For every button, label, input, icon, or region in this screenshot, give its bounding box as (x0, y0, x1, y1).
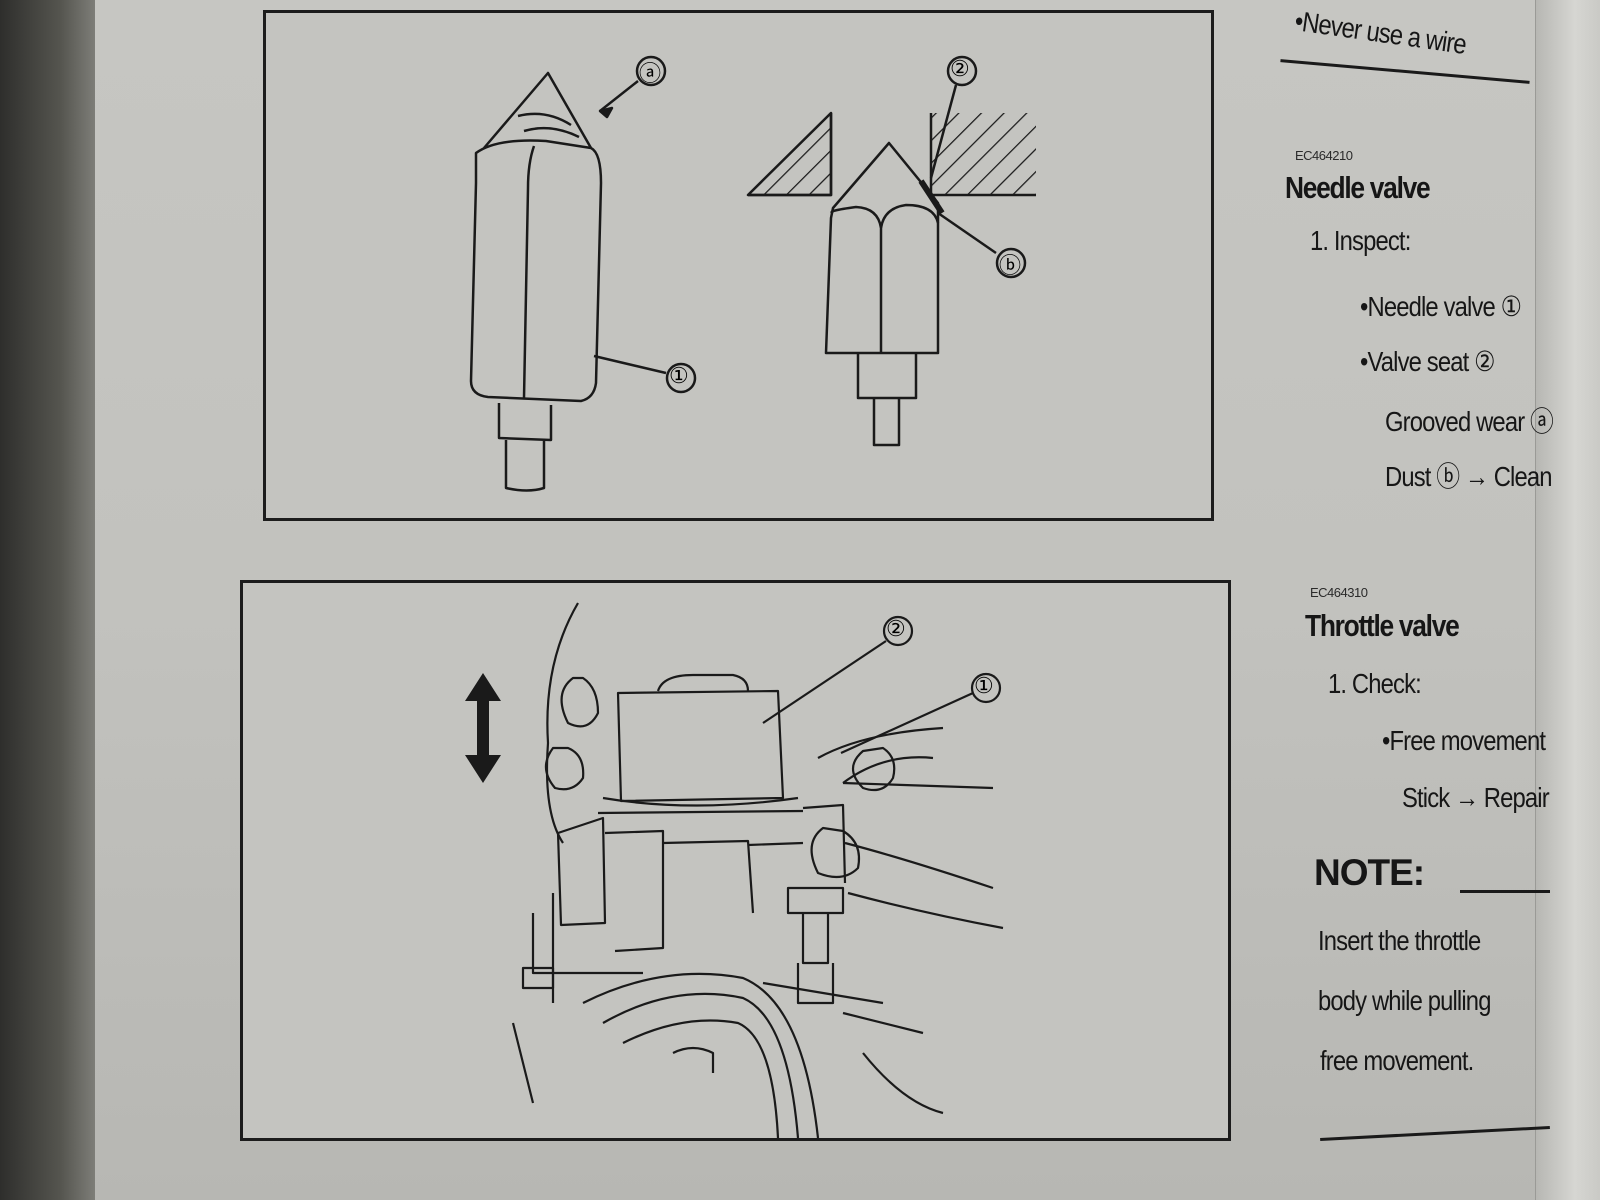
note-line-1: Insert the throttle (1318, 925, 1481, 956)
needle-item-3: Grooved wear ⓐ (1385, 406, 1554, 437)
top-divider (1280, 59, 1530, 84)
needle-item-2: •Valve seat ② (1360, 346, 1495, 377)
note-title: NOTE: (1314, 852, 1425, 893)
valve-seat-drawing (746, 111, 1036, 447)
throttle-valve-illustration (465, 602, 1004, 1138)
needle-section-code: EC464210 (1295, 148, 1353, 163)
needle-step: 1. Inspect: (1310, 225, 1411, 256)
needle-item-4: Dust ⓑ → Clean (1385, 461, 1553, 492)
top-fragment: •Never use a wire (1292, 5, 1469, 60)
throttle-section-title: Throttle valve (1305, 608, 1460, 643)
needle-section-title: Needle valve (1285, 170, 1431, 205)
up-down-arrow-icon (465, 673, 501, 783)
note-title-rule (1460, 890, 1550, 893)
page-edge (1535, 0, 1600, 1200)
throttle-step: 1. Check: (1328, 668, 1422, 699)
callout-dust: ⓑ (999, 253, 1022, 278)
throttle-item-1: •Free movement (1382, 725, 1546, 756)
right-text-column: •Never use a wire EC464210 Needle valve … (1280, 0, 1554, 1200)
needle-valve-figure: ⓐ ② ⓑ ① (263, 10, 1214, 521)
note-line-3: free movement. (1320, 1045, 1474, 1076)
callout-grooved-wear: ⓐ (639, 61, 662, 86)
needle-item-1: •Needle valve ① (1360, 291, 1522, 322)
callout-throttle-part-2: ② (886, 616, 906, 641)
book-spine-shadow (0, 0, 110, 1200)
note-bottom-rule (1320, 1125, 1550, 1142)
throttle-section-code: EC464310 (1310, 585, 1368, 600)
callout-valve-seat: ② (950, 56, 970, 81)
needle-valve-drawing (469, 71, 603, 492)
throttle-valve-figure: ② ① (240, 580, 1231, 1141)
callout-needle-valve: ① (669, 363, 689, 388)
needle-valve-illustration (469, 55, 1036, 492)
throttle-item-2: Stick → Repair (1402, 782, 1550, 813)
note-line-2: body while pulling (1318, 985, 1491, 1016)
callout-throttle-part-1: ① (974, 673, 994, 698)
